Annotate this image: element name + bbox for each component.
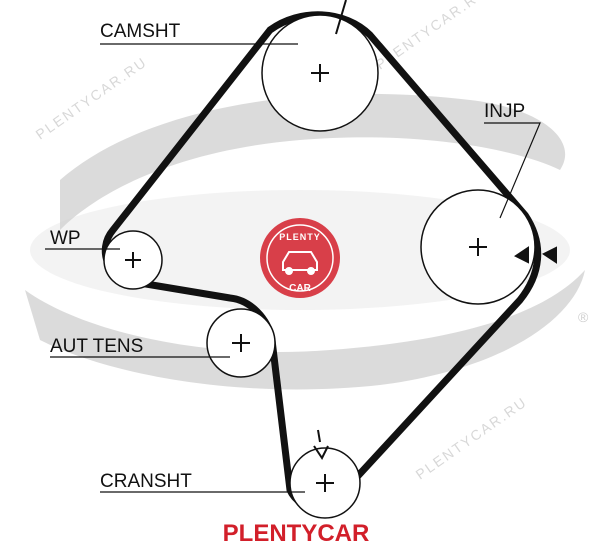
brand-badge: PLENTY CAR xyxy=(260,218,340,298)
label-injp: INJP xyxy=(484,101,525,122)
crank-timing-mark xyxy=(317,429,321,443)
injp-timing-arrow-left xyxy=(514,246,529,264)
plus-icon xyxy=(232,334,250,352)
watermark-text: PLENTYCAR.RU xyxy=(33,54,150,143)
plus-icon xyxy=(469,238,487,256)
timing-marks xyxy=(313,0,557,460)
plus-icon xyxy=(316,474,334,492)
label-aut-tens: AUT TENS xyxy=(50,336,143,357)
camshaft-timing-mark xyxy=(335,0,347,35)
pulley-centers xyxy=(125,64,487,492)
car-icon xyxy=(282,251,318,275)
brand-name: PLENTYCAR xyxy=(223,520,370,547)
badge-bottom-text: CAR xyxy=(289,283,311,294)
registered-mark-icon: ® xyxy=(578,309,589,325)
plus-icon xyxy=(125,252,141,268)
label-camsht: CAMSHT xyxy=(100,21,181,42)
injp-leader xyxy=(484,122,541,219)
plus-icon xyxy=(311,64,329,82)
badge-circle xyxy=(260,218,340,298)
label-wp: WP xyxy=(50,228,81,249)
badge-top-text: PLENTY xyxy=(279,232,321,242)
injp-timing-arrow-right xyxy=(542,246,557,264)
label-cransht: CRANSHT xyxy=(100,471,192,492)
component-labels: CAMSHT INJP WP AUT TENS CRANSHT xyxy=(50,21,525,492)
crank-timing-arrow xyxy=(313,445,329,460)
leader-lines xyxy=(45,43,541,493)
watermark-text: PLENTYCAR.RU xyxy=(413,394,530,483)
